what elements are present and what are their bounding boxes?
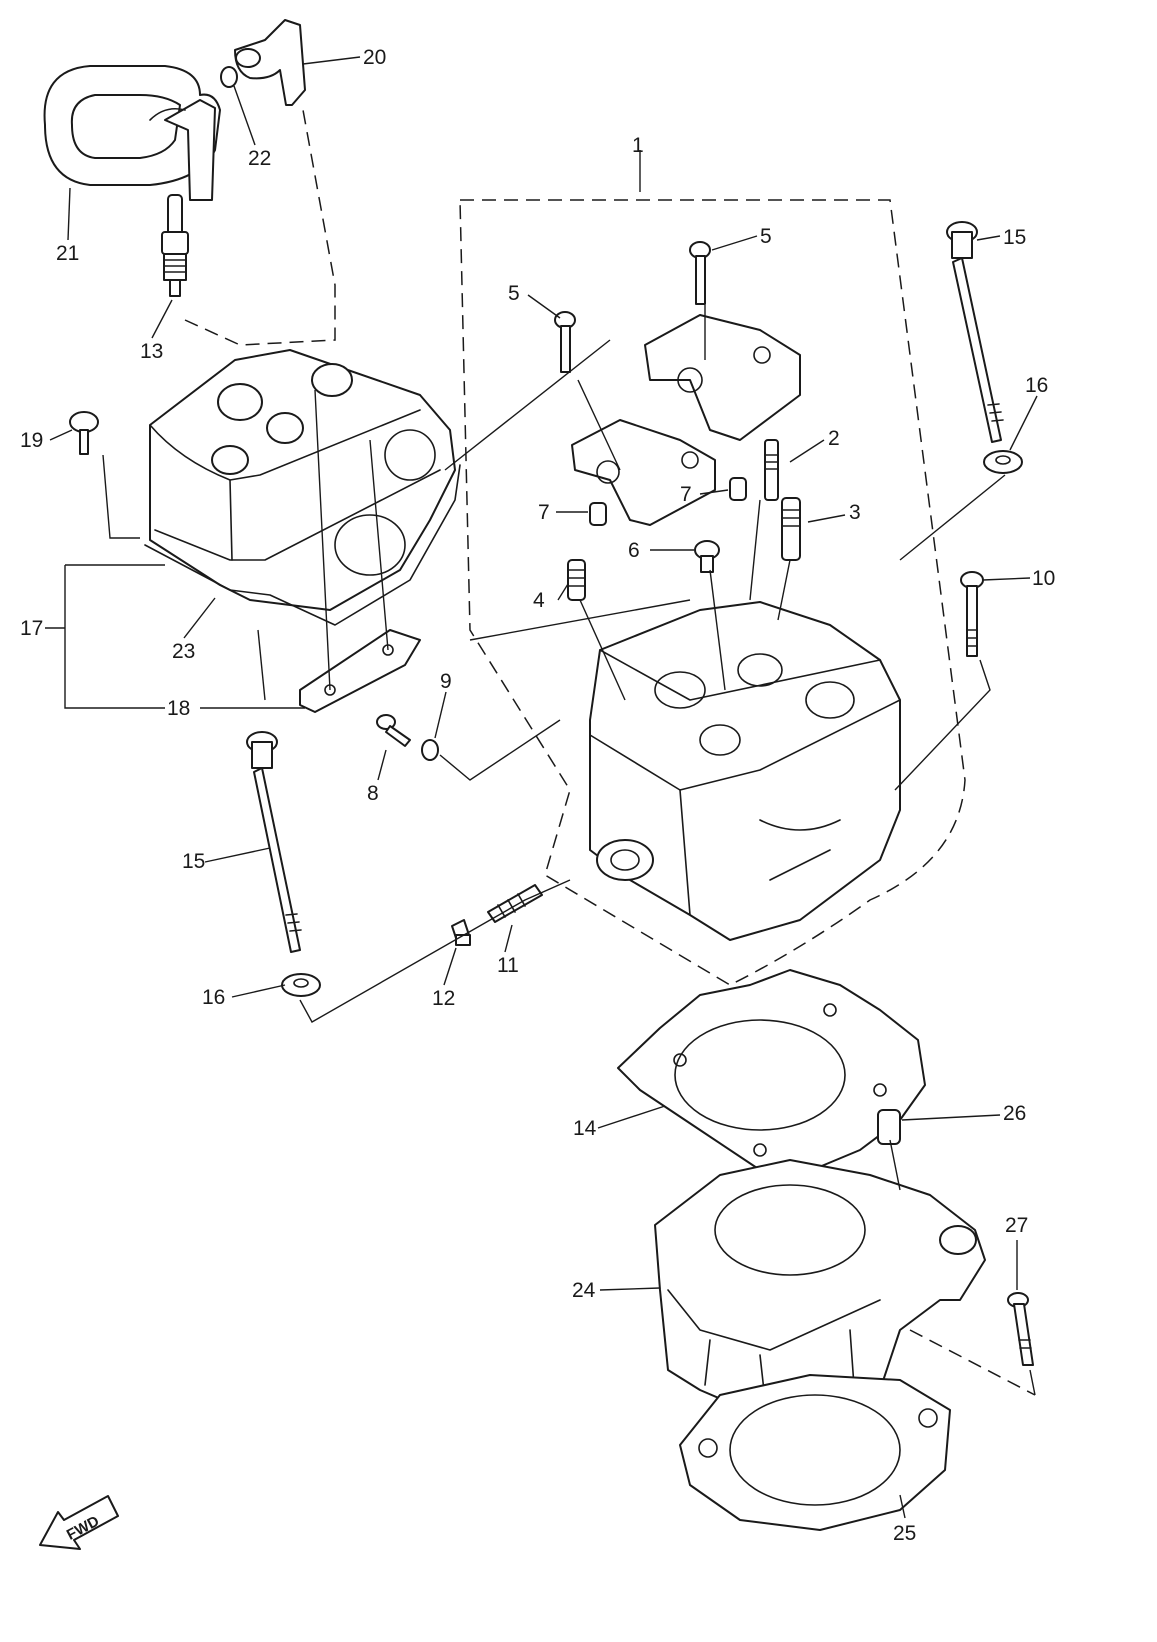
callout-3: 3 — [849, 501, 861, 524]
plug-6 — [694, 540, 720, 573]
callout-8: 8 — [367, 782, 379, 805]
alignment-lines — [102, 109, 1036, 1396]
callout-15-right: 15 — [1003, 226, 1026, 249]
hose-clip — [220, 66, 238, 88]
callout-19: 19 — [20, 429, 43, 452]
head-gasket — [617, 969, 926, 1176]
callout-16-left: 16 — [202, 986, 225, 1009]
callout-5-left: 5 — [508, 282, 520, 305]
callout-14: 14 — [573, 1117, 597, 1140]
spark-plug — [161, 194, 189, 297]
washer-9 — [421, 739, 439, 761]
callout-1: 1 — [632, 134, 644, 157]
cover-gasket — [144, 464, 461, 626]
callout-10: 10 — [1032, 567, 1055, 590]
guide-plate — [299, 629, 421, 713]
callout-16-right: 16 — [1025, 374, 1048, 397]
bolt-5-top — [689, 241, 711, 305]
callout-7-right: 7 — [680, 483, 692, 506]
callout-4: 4 — [533, 589, 545, 612]
callout-11: 11 — [497, 954, 519, 977]
dowel-pin-left — [589, 502, 607, 526]
leader-lines — [45, 56, 1038, 1519]
bolt-27 — [1007, 1292, 1034, 1366]
bolt-5-left — [554, 311, 576, 373]
callout-24: 24 — [572, 1279, 596, 1302]
cylinder-head — [589, 601, 901, 941]
callout-9: 9 — [440, 670, 452, 693]
bolt-10 — [960, 571, 984, 657]
washer-right-hole — [995, 455, 1011, 465]
dowel-pin-26 — [877, 1109, 901, 1145]
cylinder-bolt-right — [946, 221, 1004, 443]
cam-cap-upper — [644, 314, 801, 441]
washer-right — [983, 450, 1023, 474]
callout-23: 23 — [172, 640, 195, 663]
callout-20: 20 — [363, 46, 386, 69]
callout-27: 27 — [1005, 1214, 1028, 1237]
callout-13: 13 — [140, 340, 163, 363]
breather-hose — [43, 65, 221, 201]
stud-bolt-3 — [781, 497, 801, 561]
stud-bolt-4 — [567, 559, 586, 601]
callout-21: 21 — [56, 242, 79, 265]
callout-26: 26 — [1003, 1102, 1026, 1125]
callout-5-top: 5 — [760, 225, 772, 248]
stud-bolt-2 — [764, 439, 779, 501]
callout-6: 6 — [628, 539, 640, 562]
base-gasket — [679, 1374, 951, 1531]
callout-7-left: 7 — [538, 501, 550, 524]
breather-joint — [234, 19, 306, 106]
callout-12: 12 — [432, 987, 455, 1010]
bolt-8 — [376, 714, 411, 747]
cylinder-bolt-left — [246, 731, 302, 953]
callout-25: 25 — [893, 1522, 916, 1545]
cylinder-block — [654, 1159, 986, 1421]
callout-18: 18 — [167, 697, 190, 720]
cover-bolt — [69, 411, 99, 455]
dowel-pin-right — [729, 477, 747, 501]
callout-17: 17 — [20, 617, 43, 640]
assembly-1-boundary — [459, 199, 966, 986]
callout-numbers: 1 2 3 4 5 5 6 7 7 8 9 10 11 12 13 14 15 … — [20, 46, 1055, 1545]
cam-cap-lower — [571, 419, 716, 526]
washer-left-hole — [293, 978, 309, 988]
washer-left — [281, 973, 321, 997]
callout-2: 2 — [828, 427, 840, 450]
callout-15-left: 15 — [182, 850, 205, 873]
fwd-arrow-icon: FWD — [39, 1495, 119, 1550]
callout-22: 22 — [248, 147, 271, 170]
